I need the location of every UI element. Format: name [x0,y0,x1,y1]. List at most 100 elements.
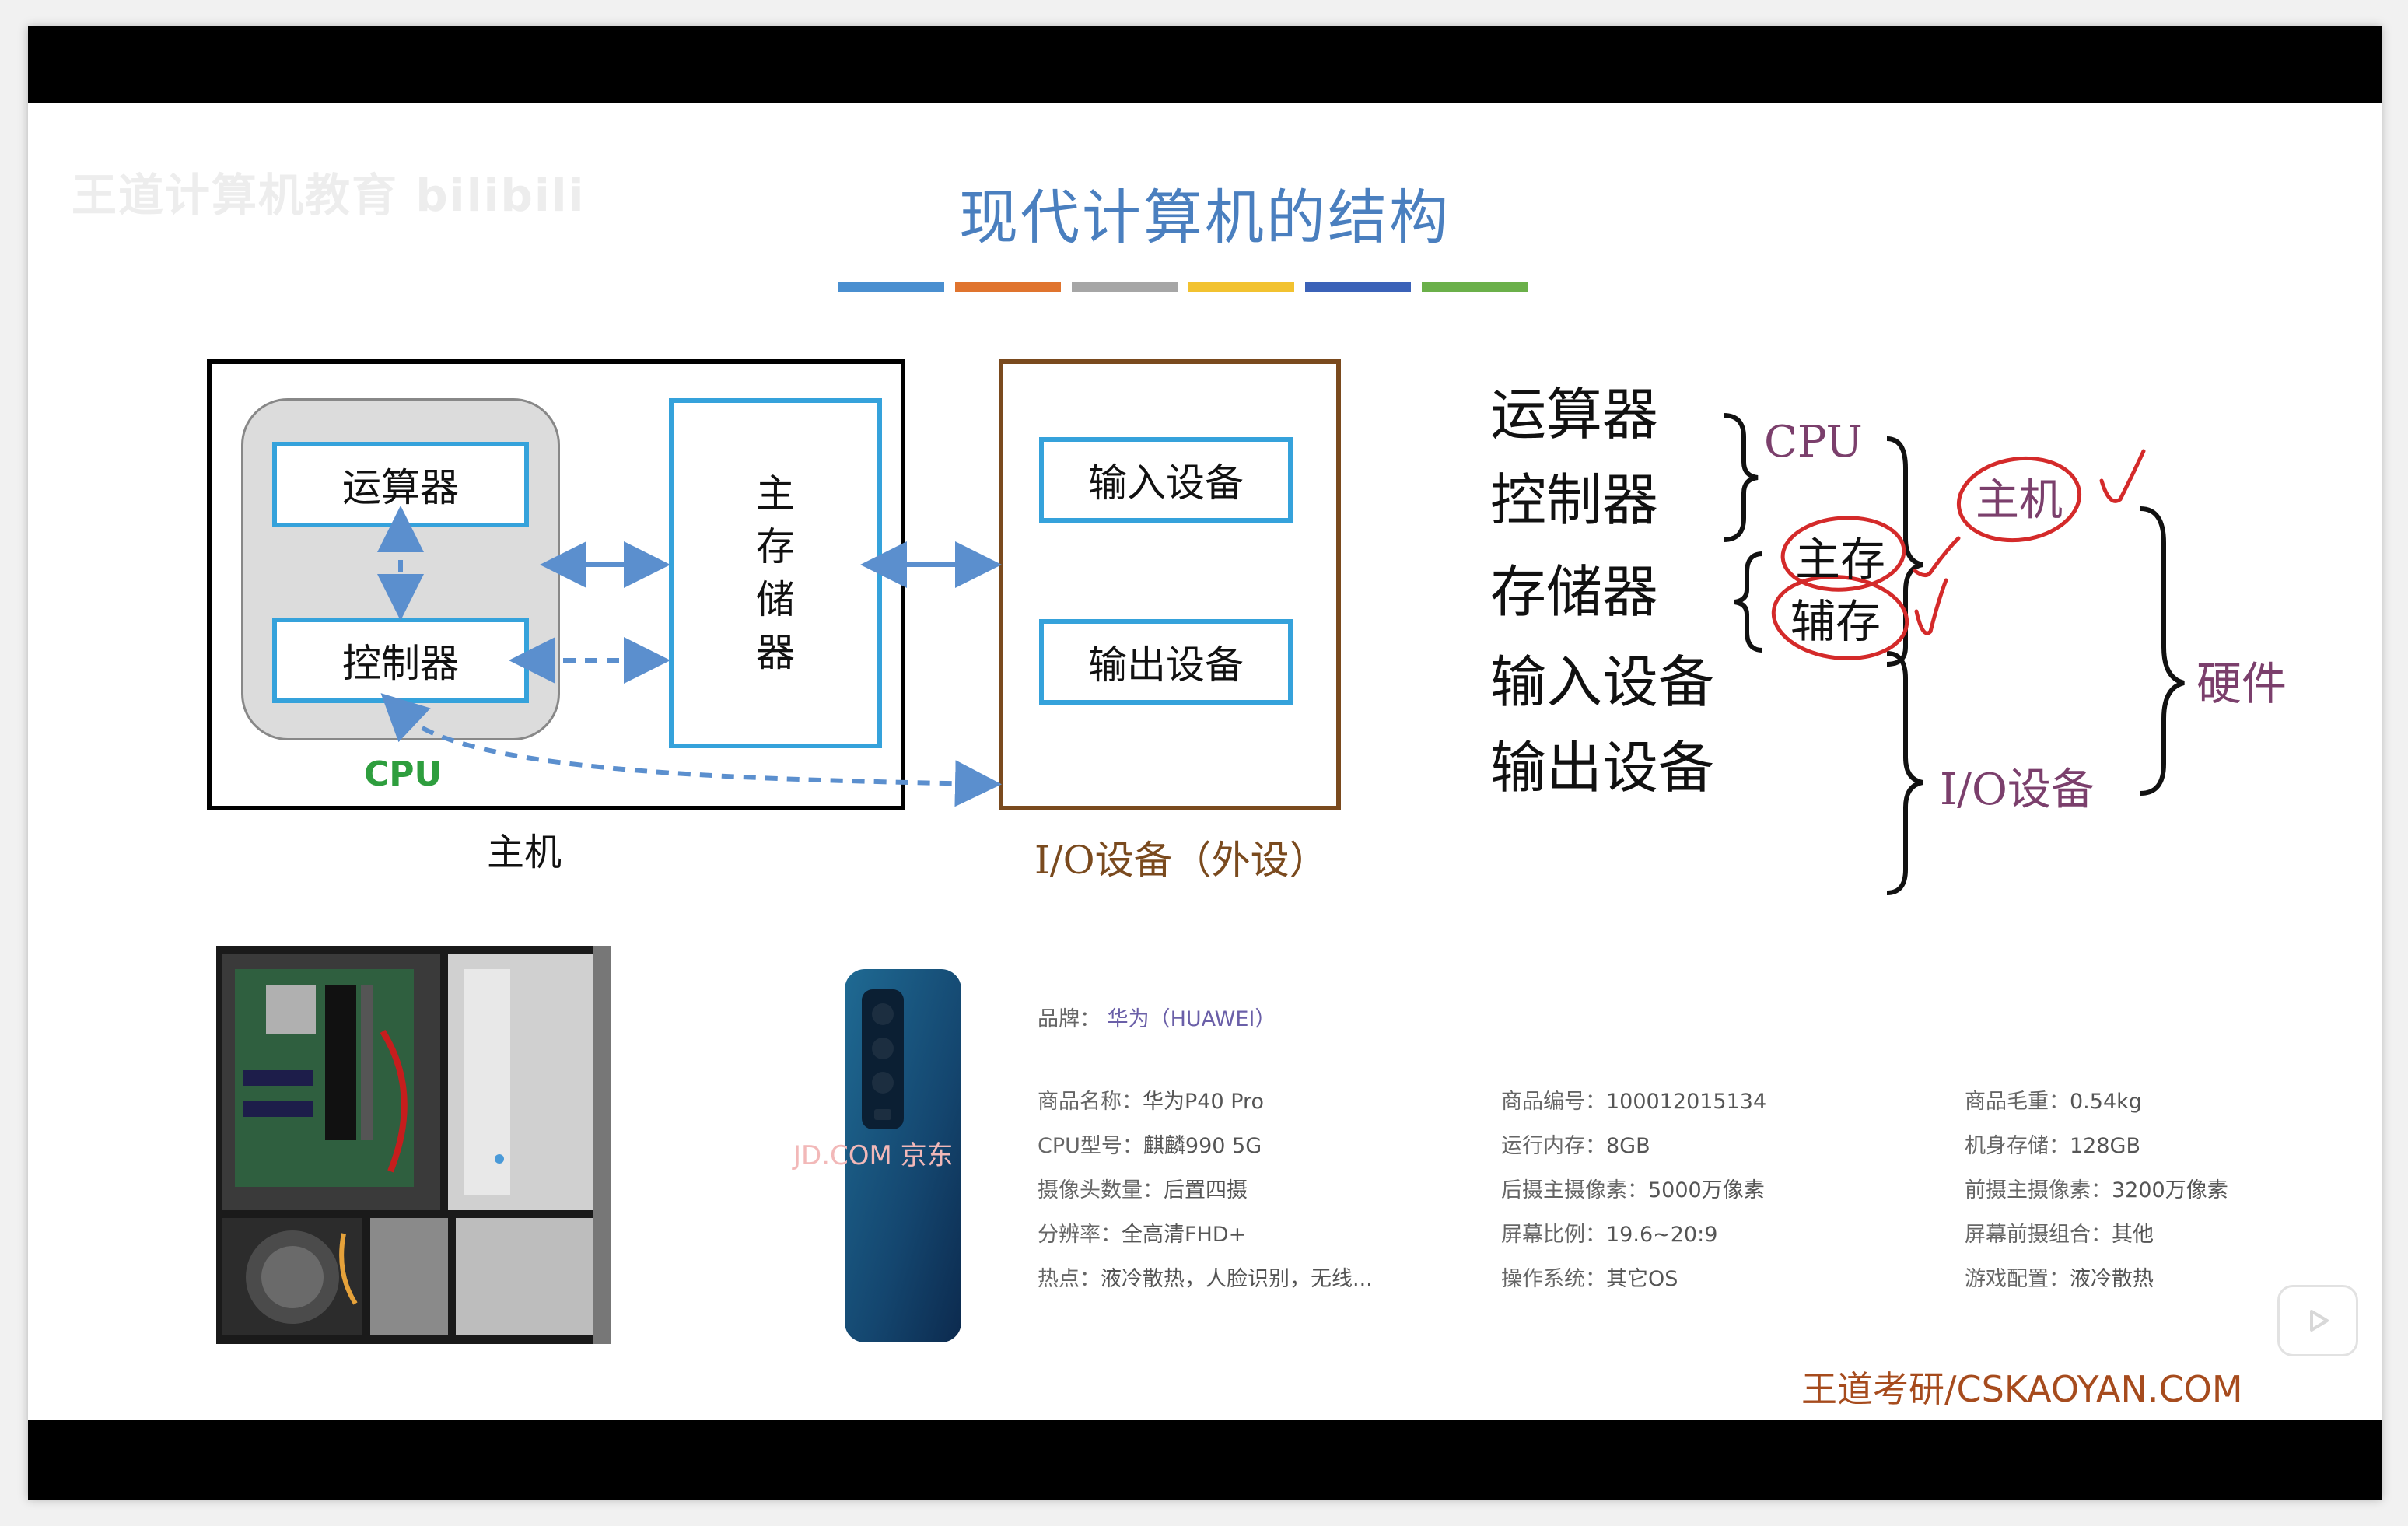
spec-key: 操作系统： [1501,1267,1606,1291]
hierarchy-aux-memory: 辅存 [1790,595,1881,648]
divider-bar-yellow [1188,282,1294,292]
divider-bar-blue [838,282,944,292]
spec-row: CPU型号：麒麟990 5G [1038,1129,1373,1173]
check-mark-aux-memory [1914,578,1948,635]
phone-watermark: JD.COM 京东 [793,1140,954,1171]
spec-brand: 品牌： 华为（HUAWEI） [1038,1002,1276,1032]
spec-key: CPU型号： [1038,1134,1143,1158]
main-memory-circle-annotation [1780,516,1906,592]
memory-char-4: 器 [756,630,795,675]
hierarchy-host-label: 主机 [1976,475,2063,526]
spec-value: 后置四摄 [1164,1178,1248,1202]
spec-brand-value: 华为（HUAWEI） [1107,1007,1276,1031]
divider-bar-orange [955,282,1061,292]
play-button[interactable] [2277,1285,2358,1356]
controller-box: 控制器 [272,618,529,703]
spec-row: 商品名称：华为P40 Pro [1038,1084,1373,1129]
spec-key: 前摄主摄像素： [1965,1178,2112,1202]
divider-bar-green [1422,282,1528,292]
diagram-arrows [377,413,2185,895]
memory-char-2: 存 [756,524,795,569]
divider-bar-gray [1072,282,1178,292]
host-brace [1886,436,1923,667]
spec-key: 运行内存： [1501,1134,1606,1158]
spec-value: 液冷散热，人脸识别，无线... [1101,1267,1373,1291]
hierarchy-storage: 存储器 [1490,559,1659,625]
spec-key: 分辨率： [1038,1223,1122,1247]
spec-row: 屏幕前摄组合：其他 [1965,1217,2228,1262]
hierarchy-alu: 运算器 [1490,382,1659,447]
spec-value: 3200万像素 [2112,1178,2228,1202]
spec-value: 全高清FHD+ [1122,1223,1247,1247]
spec-value: 液冷散热 [2070,1267,2154,1291]
output-device-box: 输出设备 [1039,619,1293,705]
divider-bar-navy [1305,282,1411,292]
check-mark-main-memory [1913,536,1961,577]
hierarchy-io-label: I/O设备 [1940,765,2095,815]
spec-key: 商品编号： [1501,1090,1606,1114]
spec-key: 后摄主摄像素： [1501,1178,1648,1202]
io-caption: I/O设备（外设） [1034,838,1328,883]
spec-key: 屏幕比例： [1501,1223,1606,1247]
spec-row: 屏幕比例：19.6~20:9 [1501,1217,1766,1262]
hardware-brace [2140,506,2185,796]
phone-image [845,969,961,1342]
spec-row: 前摄主摄像素：3200万像素 [1965,1173,2228,1217]
pc-tower-image [216,946,611,1344]
spec-key: 游戏配置： [1965,1267,2070,1291]
io-brace [1886,651,1923,895]
host-caption: 主机 [487,831,562,874]
hierarchy-main-memory: 主存 [1795,533,1886,586]
aux-memory-circle-annotation [1771,575,1909,660]
controller-io-arrow [380,693,1002,807]
check-mark-host [2099,449,2146,503]
host-circle-annotation [1956,456,2082,543]
spec-value: 19.6~20:9 [1606,1223,1718,1247]
spec-key: 热点： [1038,1267,1101,1291]
memory-char-3: 储 [756,577,795,622]
spec-row: 操作系统：其它OS [1501,1262,1766,1306]
hierarchy-output: 输出设备 [1490,735,1715,800]
spec-row: 摄像头数量：后置四摄 [1038,1173,1373,1217]
spec-row: 运行内存：8GB [1501,1129,1766,1173]
spec-value: 麒麟990 5G [1143,1134,1262,1158]
spec-key: 商品毛重： [1965,1090,2070,1114]
hierarchy-hardware-label: 硬件 [2196,657,2287,710]
spec-row: 后摄主摄像素：5000万像素 [1501,1173,1766,1217]
spec-key: 屏幕前摄组合： [1965,1223,2112,1247]
hierarchy-input: 输入设备 [1490,649,1715,715]
slide-title: 现代计算机的结构 [959,183,1451,252]
footer-brand: 王道考研/CSKAOYAN.COM [1801,1368,2243,1410]
spec-key: 机身存储： [1965,1134,2070,1158]
spec-brand-key: 品牌： [1038,1007,1101,1031]
spec-value: 华为P40 Pro [1143,1090,1265,1114]
spec-row: 商品毛重：0.54kg [1965,1084,2228,1129]
input-device-box: 输入设备 [1039,437,1293,523]
spec-value: 100012015134 [1606,1090,1767,1114]
spec-value: 其他 [2112,1223,2154,1247]
hierarchy-controller: 控制器 [1490,467,1659,533]
hierarchy-cpu-label: CPU [1764,417,1863,467]
spec-column-3: 商品毛重：0.54kg 机身存储：128GB 前摄主摄像素：3200万像素 屏幕… [1965,1084,2228,1306]
title-divider [838,282,1528,292]
spec-value: 其它OS [1606,1267,1678,1291]
spec-key: 商品名称： [1038,1090,1143,1114]
spec-row: 游戏配置：液冷散热 [1965,1262,2228,1306]
spec-value: 5000万像素 [1648,1178,1765,1202]
memory-brace [1734,551,1763,653]
spec-row: 热点：液冷散热，人脸识别，无线... [1038,1262,1373,1306]
spec-row: 机身存储：128GB [1965,1129,2228,1173]
watermark: 王道计算机教育 bilibili [72,169,586,222]
memory-char-1: 主 [756,471,795,516]
spec-row: 商品编号：100012015134 [1501,1084,1766,1129]
spec-column-1: 商品名称：华为P40 Pro CPU型号：麒麟990 5G 摄像头数量：后置四摄… [1038,1084,1373,1306]
spec-key: 摄像头数量： [1038,1178,1164,1202]
spec-value: 8GB [1606,1134,1650,1158]
cpu-brace [1723,413,1759,542]
play-icon [2310,1310,2329,1332]
spec-row: 分辨率：全高清FHD+ [1038,1217,1373,1262]
slide: 王道计算机教育 bilibili 现代计算机的结构 运算器 控制器 CPU 主 … [28,103,2382,1420]
spec-column-2: 商品编号：100012015134 运行内存：8GB 后摄主摄像素：5000万像… [1501,1084,1766,1306]
spec-value: 0.54kg [2070,1090,2142,1114]
spec-value: 128GB [2070,1134,2140,1158]
